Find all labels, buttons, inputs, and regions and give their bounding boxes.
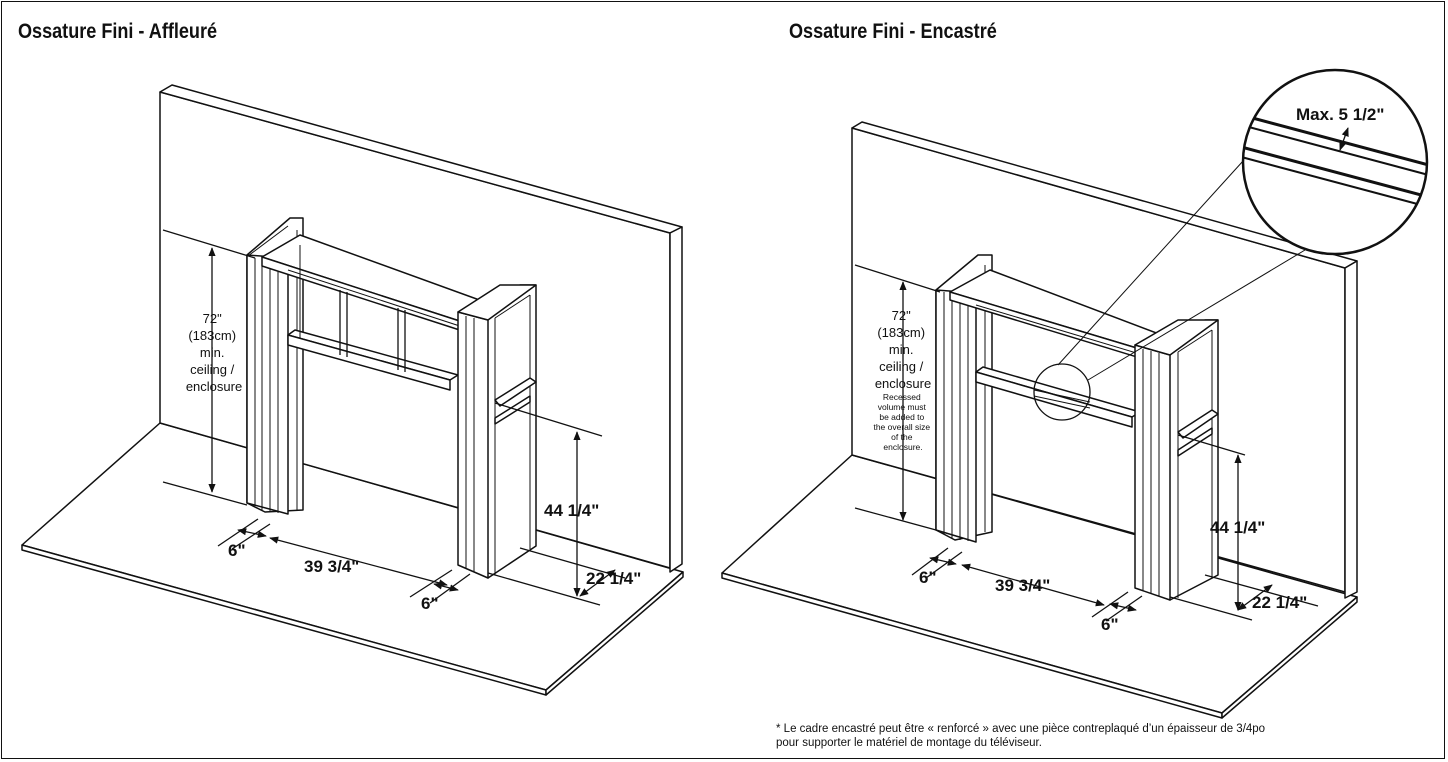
dim-stud-left-left: 6" xyxy=(228,541,246,560)
right-column-front-right xyxy=(1134,344,1171,601)
wall-side-edge-right xyxy=(1344,260,1358,599)
lower-header-front-left xyxy=(287,334,451,391)
detail-max-label: Max. 5 1/2" xyxy=(1296,105,1384,124)
recess-note-line: volume must xyxy=(878,402,927,412)
recess-note-line: the overall size xyxy=(873,422,930,432)
detail-callout-small xyxy=(1033,363,1091,421)
floor-side-left xyxy=(545,571,684,696)
right-column-top-right xyxy=(1134,319,1219,356)
dim-width-right: 39 3/4" xyxy=(995,576,1050,595)
dim-depth-right: 22 1/4" xyxy=(1252,593,1307,612)
dim-stud-right-left: 6" xyxy=(421,594,439,613)
ceiling-note-line: ceiling / xyxy=(190,362,234,377)
recess-note-line: Recessed xyxy=(883,392,921,402)
ceiling-note-line: ceiling / xyxy=(879,359,923,374)
dim-stud-right-right: 6" xyxy=(1101,615,1119,634)
recess-note-line: be added to xyxy=(879,412,924,422)
left-diagram: 72" (183cm) min. ceiling / enclosure 44 … xyxy=(21,84,684,696)
ceiling-note-line: 72" xyxy=(203,311,222,326)
title-recessed-framing: Ossature Fini - Encastré xyxy=(789,20,997,43)
footnote-line: pour supporter le matériel de montage du… xyxy=(776,737,1042,749)
ceiling-note-right: 72" (183cm) min. ceiling / enclosure xyxy=(875,308,931,391)
detail-magnifier xyxy=(1241,68,1429,256)
dim-stud-left-right: 6" xyxy=(919,568,937,587)
recess-note-line: of the xyxy=(891,432,913,442)
footnote-line: * Le cadre encastré peut être « renforcé… xyxy=(776,723,1266,735)
ceiling-note-line: 72" xyxy=(892,308,911,323)
left-column-front-right xyxy=(935,289,977,543)
dim-height-right: 44 1/4" xyxy=(1210,518,1265,537)
recess-note-line: enclosure. xyxy=(883,442,922,452)
wall-side-edge-left xyxy=(669,226,683,573)
ceiling-note-line: (183cm) xyxy=(188,328,236,343)
ceiling-note-line: min. xyxy=(889,342,914,357)
ceiling-note-line: enclosure xyxy=(186,379,242,394)
footnote: * Le cadre encastré peut être « renforcé… xyxy=(776,722,1441,750)
ceiling-note-line: enclosure xyxy=(875,376,931,391)
ceiling-note-line: min. xyxy=(200,345,225,360)
dim-depth-left: 22 1/4" xyxy=(586,569,641,588)
recess-note: Recessed volume must be added to the ove… xyxy=(873,392,932,452)
dim-height-left: 44 1/4" xyxy=(544,501,599,520)
right-column-front xyxy=(457,311,489,579)
dim-width-left: 39 3/4" xyxy=(304,557,359,576)
right-column-top xyxy=(457,284,537,321)
left-column-front xyxy=(246,254,289,515)
lower-header-front-right xyxy=(975,371,1133,428)
ceiling-note-line: (183cm) xyxy=(877,325,925,340)
right-diagram: Max. 5 1/2" 72" (183cm) min. ceiling / e… xyxy=(721,68,1429,719)
title-flush-framing: Ossature Fini - Affleuré xyxy=(18,20,218,43)
ceiling-note-left: 72" (183cm) min. ceiling / enclosure xyxy=(186,311,242,394)
floor-side-right xyxy=(1221,596,1358,719)
